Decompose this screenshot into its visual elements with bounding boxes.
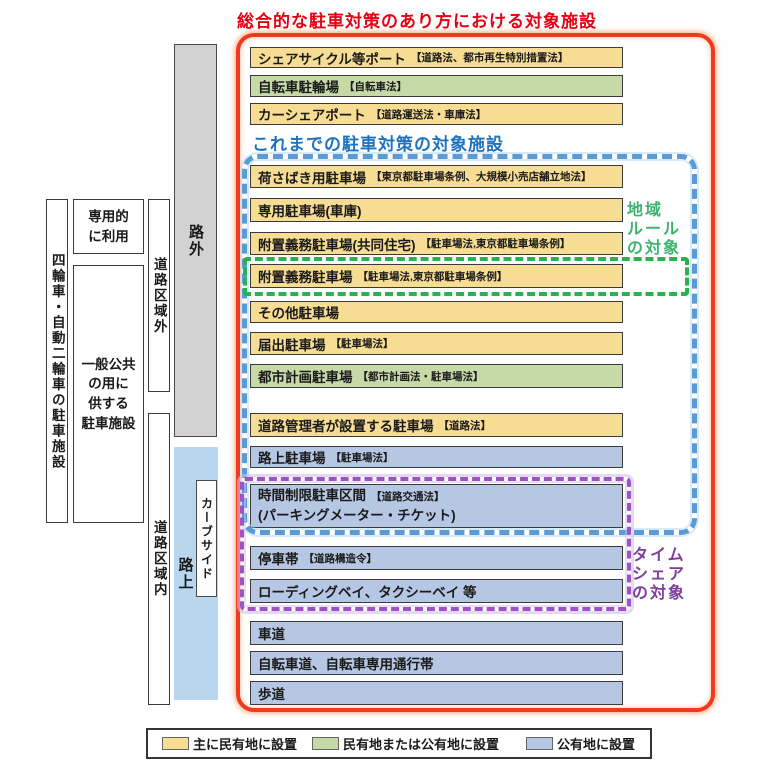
facility-label: 車道 <box>258 627 285 642</box>
facility-law-note: 【都市計画法・駐車場法】 <box>357 370 484 383</box>
facility-law-note: 【東京都駐車場条例、大規模小売店舗立地法】 <box>371 171 592 183</box>
facility-box-time-limited-zone: 時間制限駐車区間【道路交通法】 (パーキングメーター・チケット) <box>250 484 623 528</box>
facility-box-on-street-parking: 路上駐車場【駐車場法】 <box>250 446 623 468</box>
facility-label: 附置義務駐車場 <box>258 270 353 285</box>
legend-swatch-green <box>312 737 340 750</box>
facility-label: 道路管理者が設置する駐車場 <box>258 419 434 434</box>
facility-label: 附置義務駐車場(共同住宅) <box>258 237 416 253</box>
facility-label-line2: (パーキングメーター・チケット) <box>258 508 456 523</box>
facility-law-note: 【自転車法】 <box>344 80 407 93</box>
time-share-label: タイム シェア の対象 <box>632 547 687 603</box>
facility-law-note: 【駐車場法】 <box>330 451 394 464</box>
facility-box-roadway: 車道 <box>250 621 623 645</box>
facility-box-mandatory-parking: 附置義務駐車場【駐車場法,東京都駐車場条例】 <box>250 264 623 288</box>
facility-label: その他駐車場 <box>258 306 339 321</box>
facility-box-stopping-strip: 停車帯【道路構造令】 <box>250 546 623 570</box>
facility-box-bicycle-lane: 自転車道、自転車専用通行帯 <box>250 651 623 675</box>
legend-swatch-yellow <box>162 737 189 750</box>
zone-off-street: 路外 <box>174 44 217 437</box>
facility-law-note: 【道路法】 <box>438 419 492 432</box>
legend-item-public-land: 公有地に設置 <box>526 734 635 753</box>
overall-scope-frame <box>236 33 715 712</box>
facility-box-sidewalk: 歩道 <box>250 681 623 705</box>
facility-label: 歩道 <box>258 687 285 702</box>
facility-box-bicycle-parking: 自転車駐輪場【自転車法】 <box>250 75 623 97</box>
axis-outside-road-area: 道路区域外 <box>148 199 170 392</box>
facility-label: 路上駐車場 <box>258 451 326 466</box>
facility-label: 届出駐車場 <box>258 337 326 353</box>
legend-swatch-blue <box>526 737 554 750</box>
facility-box-private-garage: 専用駐車場(車庫) <box>250 198 623 222</box>
zone-curbside: カーブサイド <box>196 480 217 597</box>
facility-label: 自転車駐輪場 <box>258 80 339 95</box>
facility-box-loading-parking: 荷さばき用駐車場【東京都駐車場条例、大規模小売店舗立地法】 <box>250 165 623 188</box>
facility-label: 荷さばき用駐車場 <box>258 170 366 186</box>
facility-label: 都市計画駐車場 <box>258 370 353 385</box>
facility-label: ローディングベイ、タクシーベイ 等 <box>258 585 477 600</box>
axis-vehicle-parking-facilities: 四輪車・自動二輪車の駐車施設 <box>46 199 68 523</box>
axis-inside-road-area: 道路区域内 <box>148 413 170 705</box>
axis-exclusive-use: 専用的 に利用 <box>73 199 144 254</box>
facility-box-mandatory-residential: 附置義務駐車場(共同住宅) 【駐車場法,東京都駐車場条例】 <box>250 232 623 255</box>
facility-box-share-cycle-port: シェアサイクル等ポート【道路法、都市再生特別措置法】 <box>250 47 623 68</box>
facility-law-note: 【駐車場法,東京都駐車場条例】 <box>357 270 508 283</box>
facility-label: シェアサイクル等ポート <box>258 51 406 67</box>
previous-measures-heading: これまでの駐車対策の対象施設 <box>252 135 504 154</box>
facility-label: 時間制限駐車区間 <box>258 488 366 504</box>
legend: 主に民有地に設置 民有地または公有地に設置 公有地に設置 <box>146 728 652 759</box>
regional-rule-label: 地域 ルール の対象 <box>627 202 682 258</box>
facility-label: 専用駐車場(車庫) <box>258 204 362 219</box>
facility-box-notified-parking: 届出駐車場【駐車場法】 <box>250 332 623 355</box>
diagram-title: 総合的な駐車対策のあり方における対象施設 <box>237 12 597 31</box>
legend-item-private-or-public-land: 民有地または公有地に設置 <box>312 734 499 753</box>
facility-label: 停車帯 <box>258 552 299 567</box>
facility-law-note: 【駐車場法】 <box>330 338 394 350</box>
facility-label: 自転車道、自転車専用通行帯 <box>258 657 434 672</box>
facility-box-road-admin-parking: 道路管理者が設置する駐車場【道路法】 <box>250 413 623 437</box>
facility-box-loading-bay: ローディングベイ、タクシーベイ 等 <box>250 579 623 603</box>
facility-label: カーシェアポート <box>258 108 366 123</box>
axis-general-public-use: 一般公共 の用に 供する 駐車施設 <box>73 265 144 523</box>
facility-box-car-share-port: カーシェアポート【道路運送法・車庫法】 <box>250 103 623 125</box>
facility-law-note: 【道路構造令】 <box>303 552 378 565</box>
legend-item-private-land: 主に民有地に設置 <box>162 734 297 753</box>
facility-law-note: 【道路交通法】 <box>371 491 445 504</box>
facility-law-note: 【道路法、都市再生特別措置法】 <box>410 52 569 64</box>
facility-box-other-parking: その他駐車場 <box>250 301 623 323</box>
facility-law-note: 【駐車場法,東京都駐車場条例】 <box>420 238 571 250</box>
zone-on-street-label: 路上 <box>176 556 194 591</box>
facility-box-city-planning-parking: 都市計画駐車場【都市計画法・駐車場法】 <box>250 364 623 388</box>
zone-on-street: 路上 カーブサイド <box>174 447 218 700</box>
facility-law-note: 【道路運送法・車庫法】 <box>370 108 487 121</box>
